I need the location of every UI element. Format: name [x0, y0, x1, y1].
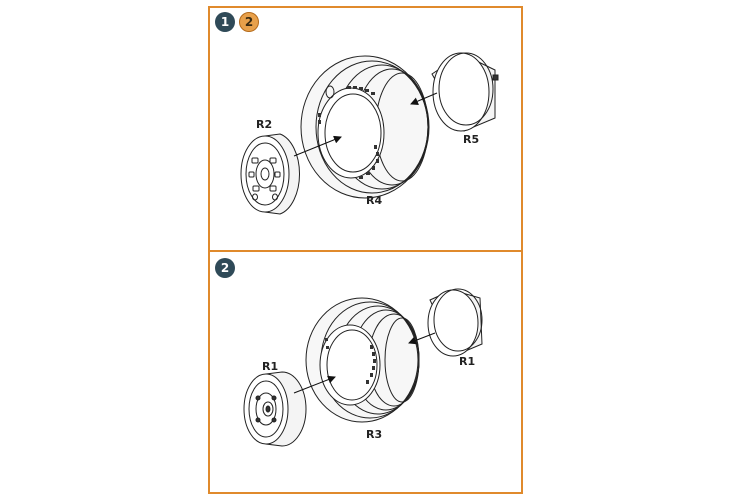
tire-r3-drawing [305, 297, 420, 423]
part-label-hub-r2: R2 [256, 118, 273, 131]
step-2-badge: 2 [215, 258, 235, 278]
cap-r1-drawing [427, 288, 483, 357]
hub-r2-drawing [240, 133, 300, 215]
arrow-cap-to-tire-step2 [408, 332, 436, 345]
part-label-hub-r1: R1 [262, 360, 279, 373]
step-divider [208, 250, 523, 252]
arrow-hub-to-tire-step1 [293, 135, 342, 157]
part-label-tire-r4: R4 [366, 194, 383, 207]
part-label-cap-r5: R5 [463, 133, 480, 146]
arrow-hub-to-tire-step2 [293, 375, 336, 394]
tire-r3-sidewall-marks [325, 338, 376, 384]
step-1-badge: 1 [215, 12, 235, 32]
part-label-cap-r1: R1 [459, 355, 476, 368]
cap-r5-drawing [431, 52, 499, 132]
part-label-tire-r3: R3 [366, 428, 383, 441]
step-2-reference-badge: 2 [239, 12, 259, 32]
arrow-cap-to-tire-step1 [410, 92, 438, 105]
tire-r4-drawing [300, 55, 430, 199]
hub-r1-drawing [243, 371, 307, 447]
tire-r4-sidewall-marks [318, 86, 379, 179]
